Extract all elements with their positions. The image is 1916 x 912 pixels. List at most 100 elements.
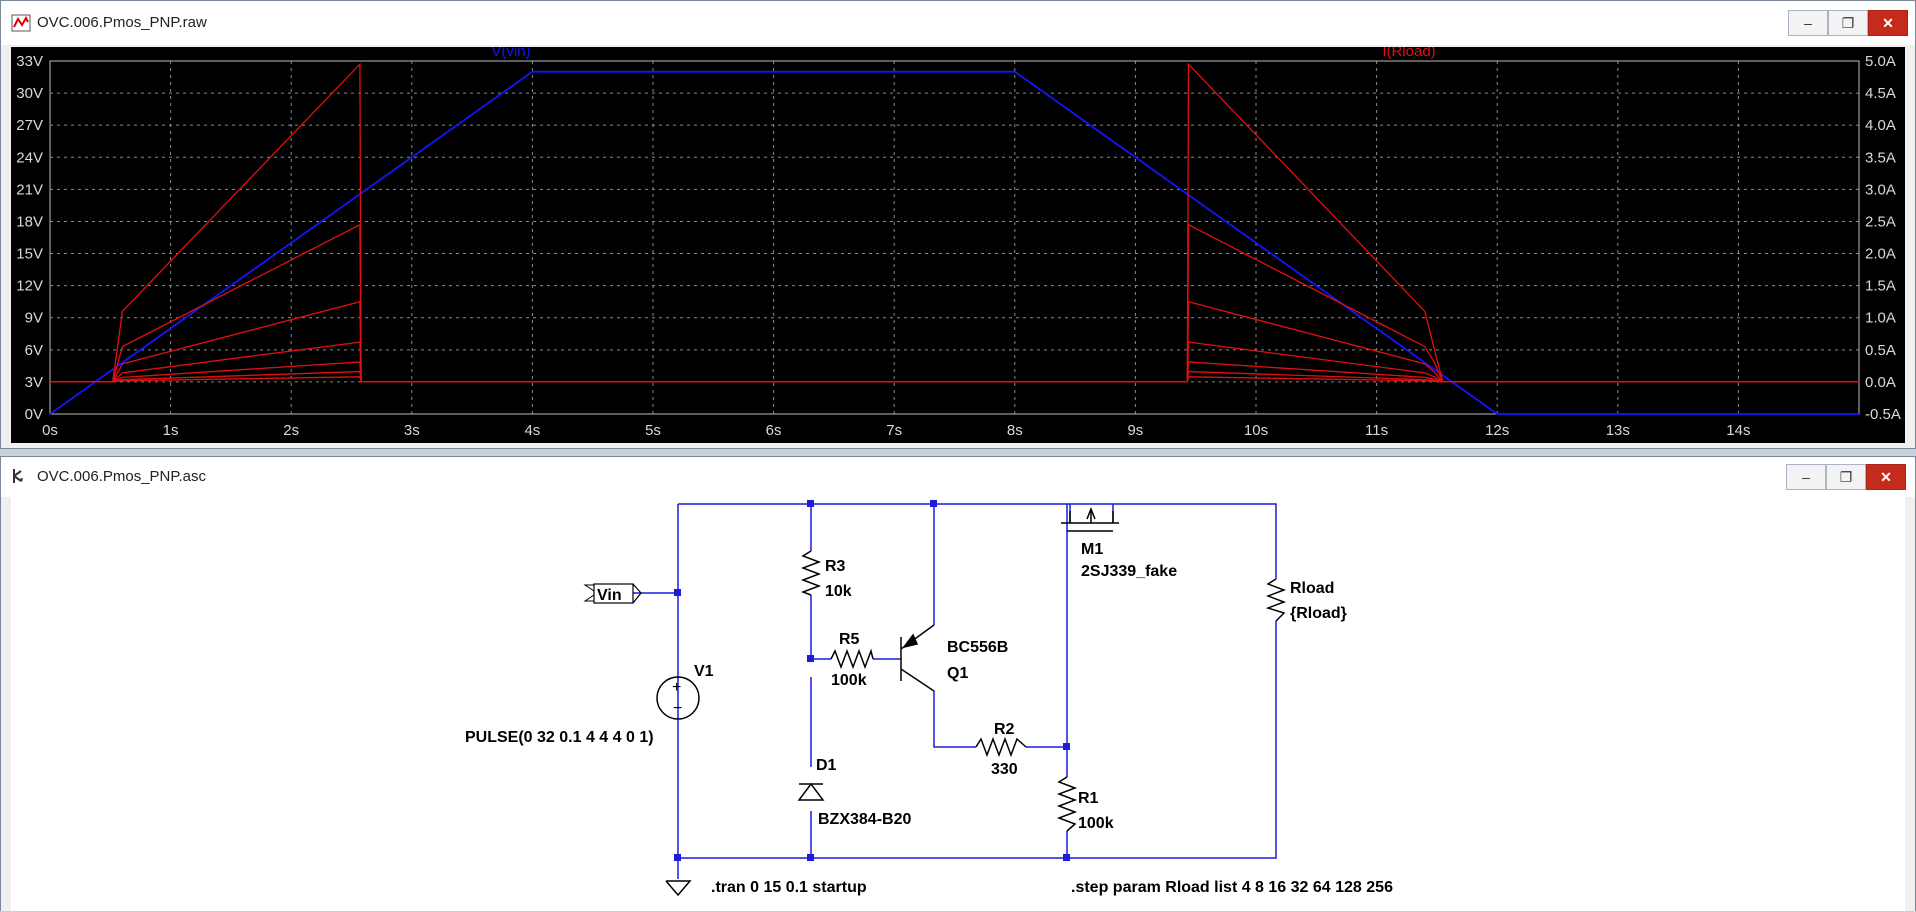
y-left-tick-label: 30V bbox=[16, 85, 43, 102]
x-tick-label: 8s bbox=[1007, 422, 1023, 439]
y-left-tick-label: 18V bbox=[16, 213, 43, 230]
source-signs: + − bbox=[672, 679, 682, 717]
minimize-button[interactable]: – bbox=[1786, 464, 1826, 490]
y-right-tick-label: 1.5A bbox=[1865, 278, 1896, 295]
svg-text:+: + bbox=[672, 679, 681, 696]
x-tick-label: 0s bbox=[42, 422, 58, 439]
y-left-tick-label: 21V bbox=[16, 181, 43, 198]
y-right-tick-label: 3.0A bbox=[1865, 181, 1896, 198]
r1-value[interactable]: 100k bbox=[1078, 815, 1114, 832]
close-button[interactable]: ✕ bbox=[1866, 464, 1906, 490]
r5-value[interactable]: 100k bbox=[831, 672, 867, 689]
plot-window: OVC.006.Pmos_PNP.raw – ❐ ✕ 0s 1s 2s 3s 4s 5s 6… bbox=[0, 0, 1916, 449]
restore-button[interactable]: ❐ bbox=[1828, 10, 1868, 36]
m1-value[interactable]: 2SJ339_fake bbox=[1081, 563, 1177, 580]
y-right-tick-label: 3.5A bbox=[1865, 149, 1896, 166]
iload-trace bbox=[50, 223, 1859, 383]
iload-trace bbox=[50, 341, 1859, 383]
x-tick-label: 5s bbox=[645, 422, 661, 439]
x-tick-label: 10s bbox=[1244, 422, 1268, 439]
r3-resistor bbox=[800, 550, 822, 596]
x-tick-label: 3s bbox=[404, 422, 420, 439]
x-tick-label: 7s bbox=[886, 422, 902, 439]
y-right-tick-label: -0.5A bbox=[1865, 406, 1901, 423]
y-right-tick-label: 2.5A bbox=[1865, 213, 1896, 230]
legend-iload: I(Rload) bbox=[1382, 47, 1435, 60]
wires bbox=[595, 503, 1277, 879]
schematic-window-title: OVC.006.Pmos_PNP.asc bbox=[37, 468, 206, 485]
y-right-tick-label: 4.0A bbox=[1865, 117, 1896, 134]
close-icon: ✕ bbox=[1880, 468, 1892, 485]
iload-trace bbox=[50, 370, 1859, 383]
y-right-tick-label: 0.0A bbox=[1865, 374, 1896, 391]
y-right-tick-label: 5.0A bbox=[1865, 53, 1896, 70]
y-left-tick-label: 9V bbox=[25, 310, 43, 327]
iload-trace bbox=[50, 361, 1859, 383]
r5-resistor bbox=[830, 648, 874, 670]
r3-value[interactable]: 10k bbox=[825, 583, 852, 600]
rload-resistor bbox=[1265, 578, 1287, 622]
y-left-tick-label: 0V bbox=[25, 406, 43, 423]
y-left-tick-label: 12V bbox=[16, 278, 43, 295]
x-tick-label: 11s bbox=[1365, 422, 1388, 439]
schematic-drawing[interactable]: + − Vin V1 PULSE(0 32 0.1 4 4 bbox=[11, 495, 1907, 912]
r3-ref[interactable]: R3 bbox=[825, 558, 846, 575]
legend-vin: V(vin) bbox=[491, 47, 530, 60]
close-button[interactable]: ✕ bbox=[1868, 10, 1908, 36]
r5-ref[interactable]: R5 bbox=[839, 631, 860, 648]
plot-title-bar[interactable]: OVC.006.Pmos_PNP.raw – ❐ ✕ bbox=[1, 1, 1915, 45]
schematic-canvas[interactable]: + − Vin V1 PULSE(0 32 0.1 4 4 bbox=[11, 495, 1905, 911]
v1-value[interactable]: PULSE(0 32 0.1 4 4 4 0 1) bbox=[465, 729, 654, 746]
y-right-tick-label: 0.5A bbox=[1865, 342, 1896, 359]
waveform-icon bbox=[11, 14, 31, 32]
d1-ref[interactable]: D1 bbox=[816, 757, 837, 774]
y-left-tick-label: 6V bbox=[25, 342, 43, 359]
y-left-tick-label: 27V bbox=[16, 117, 43, 134]
x-tick-label: 12s bbox=[1485, 422, 1509, 439]
close-icon: ✕ bbox=[1882, 14, 1894, 31]
restore-icon: ❐ bbox=[1839, 468, 1853, 485]
step-directive[interactable]: .step param Rload list 4 8 16 32 64 128 … bbox=[1071, 879, 1393, 896]
components bbox=[656, 506, 1287, 897]
ground-symbol bbox=[665, 880, 692, 897]
restore-button[interactable]: ❐ bbox=[1826, 464, 1866, 490]
x-tick-label: 4s bbox=[524, 422, 540, 439]
rload-ref[interactable]: Rload bbox=[1290, 580, 1334, 597]
r1-resistor bbox=[1056, 776, 1078, 832]
y-right-tick-label: 2.0A bbox=[1865, 246, 1896, 263]
d1-value[interactable]: BZX384-B20 bbox=[818, 811, 911, 828]
q1-collector bbox=[900, 668, 935, 692]
x-tick-label: 13s bbox=[1606, 422, 1630, 439]
vin-trace bbox=[49, 70, 1859, 415]
x-tick-label: 2s bbox=[283, 422, 299, 439]
schematic-icon bbox=[13, 469, 23, 483]
iload-trace bbox=[50, 300, 1859, 383]
r1-ref[interactable]: R1 bbox=[1078, 790, 1099, 807]
r2-ref[interactable]: R2 bbox=[994, 721, 1015, 738]
x-tick-label: 1s bbox=[163, 422, 179, 439]
r2-value[interactable]: 330 bbox=[991, 761, 1018, 778]
plot-frame bbox=[49, 60, 1860, 415]
x-tick-label: 14s bbox=[1726, 422, 1750, 439]
plot-window-title: OVC.006.Pmos_PNP.raw bbox=[37, 14, 207, 31]
schematic-title-bar[interactable]: OVC.006.Pmos_PNP.asc – ❐ ✕ bbox=[1, 457, 1915, 497]
y-right-tick-label: 4.5A bbox=[1865, 85, 1896, 102]
q1-value[interactable]: BC556B bbox=[947, 639, 1008, 656]
x-tick-label: 6s bbox=[766, 422, 782, 439]
minimize-button[interactable]: – bbox=[1788, 10, 1828, 36]
minimize-icon: – bbox=[1804, 15, 1812, 31]
y-left-tick-label: 33V bbox=[16, 53, 43, 70]
vin-label-text: Vin bbox=[597, 587, 622, 604]
v1-ref[interactable]: V1 bbox=[694, 663, 714, 680]
q1-ref[interactable]: Q1 bbox=[947, 665, 968, 682]
y-left-tick-label: 24V bbox=[16, 149, 43, 166]
rload-value[interactable]: {Rload} bbox=[1290, 605, 1347, 622]
m1-ref[interactable]: M1 bbox=[1081, 541, 1103, 558]
y-left-tick-label: 3V bbox=[25, 374, 43, 391]
iload-trace bbox=[50, 62, 1859, 383]
iload-trace bbox=[50, 376, 1859, 383]
tran-directive[interactable]: .tran 0 15 0.1 startup bbox=[711, 879, 867, 896]
vin-net-label[interactable]: Vin bbox=[583, 583, 642, 604]
